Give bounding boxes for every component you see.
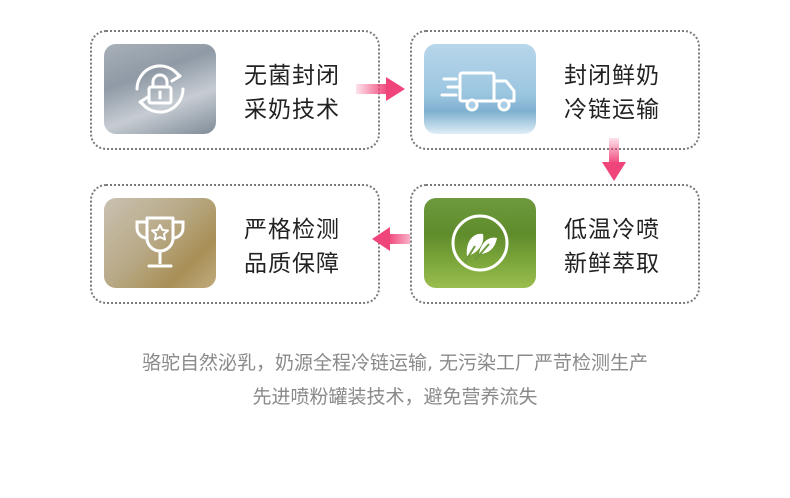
lock-refresh-icon	[125, 54, 195, 124]
step-label-line2: 品质保障	[244, 247, 340, 281]
trophy-thumbnail	[104, 198, 216, 288]
caption-line2: 先进喷粉罐装技术，避免营养流失	[0, 382, 790, 412]
step-label-line2: 采奶技术	[244, 93, 340, 127]
step-card-cold-chain: 封闭鲜奶 冷链运输	[410, 30, 700, 150]
step-label: 低温冷喷 新鲜萃取	[564, 213, 660, 281]
step-label-line2: 冷链运输	[564, 93, 660, 127]
caption-line1: 骆驼自然泌乳，奶源全程冷链运输, 无污染工厂严苛检测生产	[0, 348, 790, 378]
step-label-line1: 低温冷喷	[564, 213, 660, 247]
step-label: 无菌封闭 采奶技术	[244, 59, 340, 127]
leaf-icon	[445, 208, 515, 278]
step-label-line1: 封闭鲜奶	[564, 59, 660, 93]
step-label: 封闭鲜奶 冷链运输	[564, 59, 660, 127]
step-label-line1: 无菌封闭	[244, 59, 340, 93]
step-label-line1: 严格检测	[244, 213, 340, 247]
step-card-quality: 严格检测 品质保障	[90, 184, 380, 304]
arrow-down-icon	[601, 138, 627, 182]
trophy-icon	[125, 208, 195, 278]
sterile-thumbnail	[104, 44, 216, 134]
step-label-line2: 新鲜萃取	[564, 247, 660, 281]
step-label: 严格检测 品质保障	[244, 213, 340, 281]
truck-icon	[440, 59, 520, 119]
truck-thumbnail	[424, 44, 536, 134]
leaf-thumbnail	[424, 198, 536, 288]
step-card-sterile-milking: 无菌封闭 采奶技术	[90, 30, 380, 150]
step-card-spray-drying: 低温冷喷 新鲜萃取	[410, 184, 700, 304]
arrow-right-icon	[356, 76, 406, 102]
